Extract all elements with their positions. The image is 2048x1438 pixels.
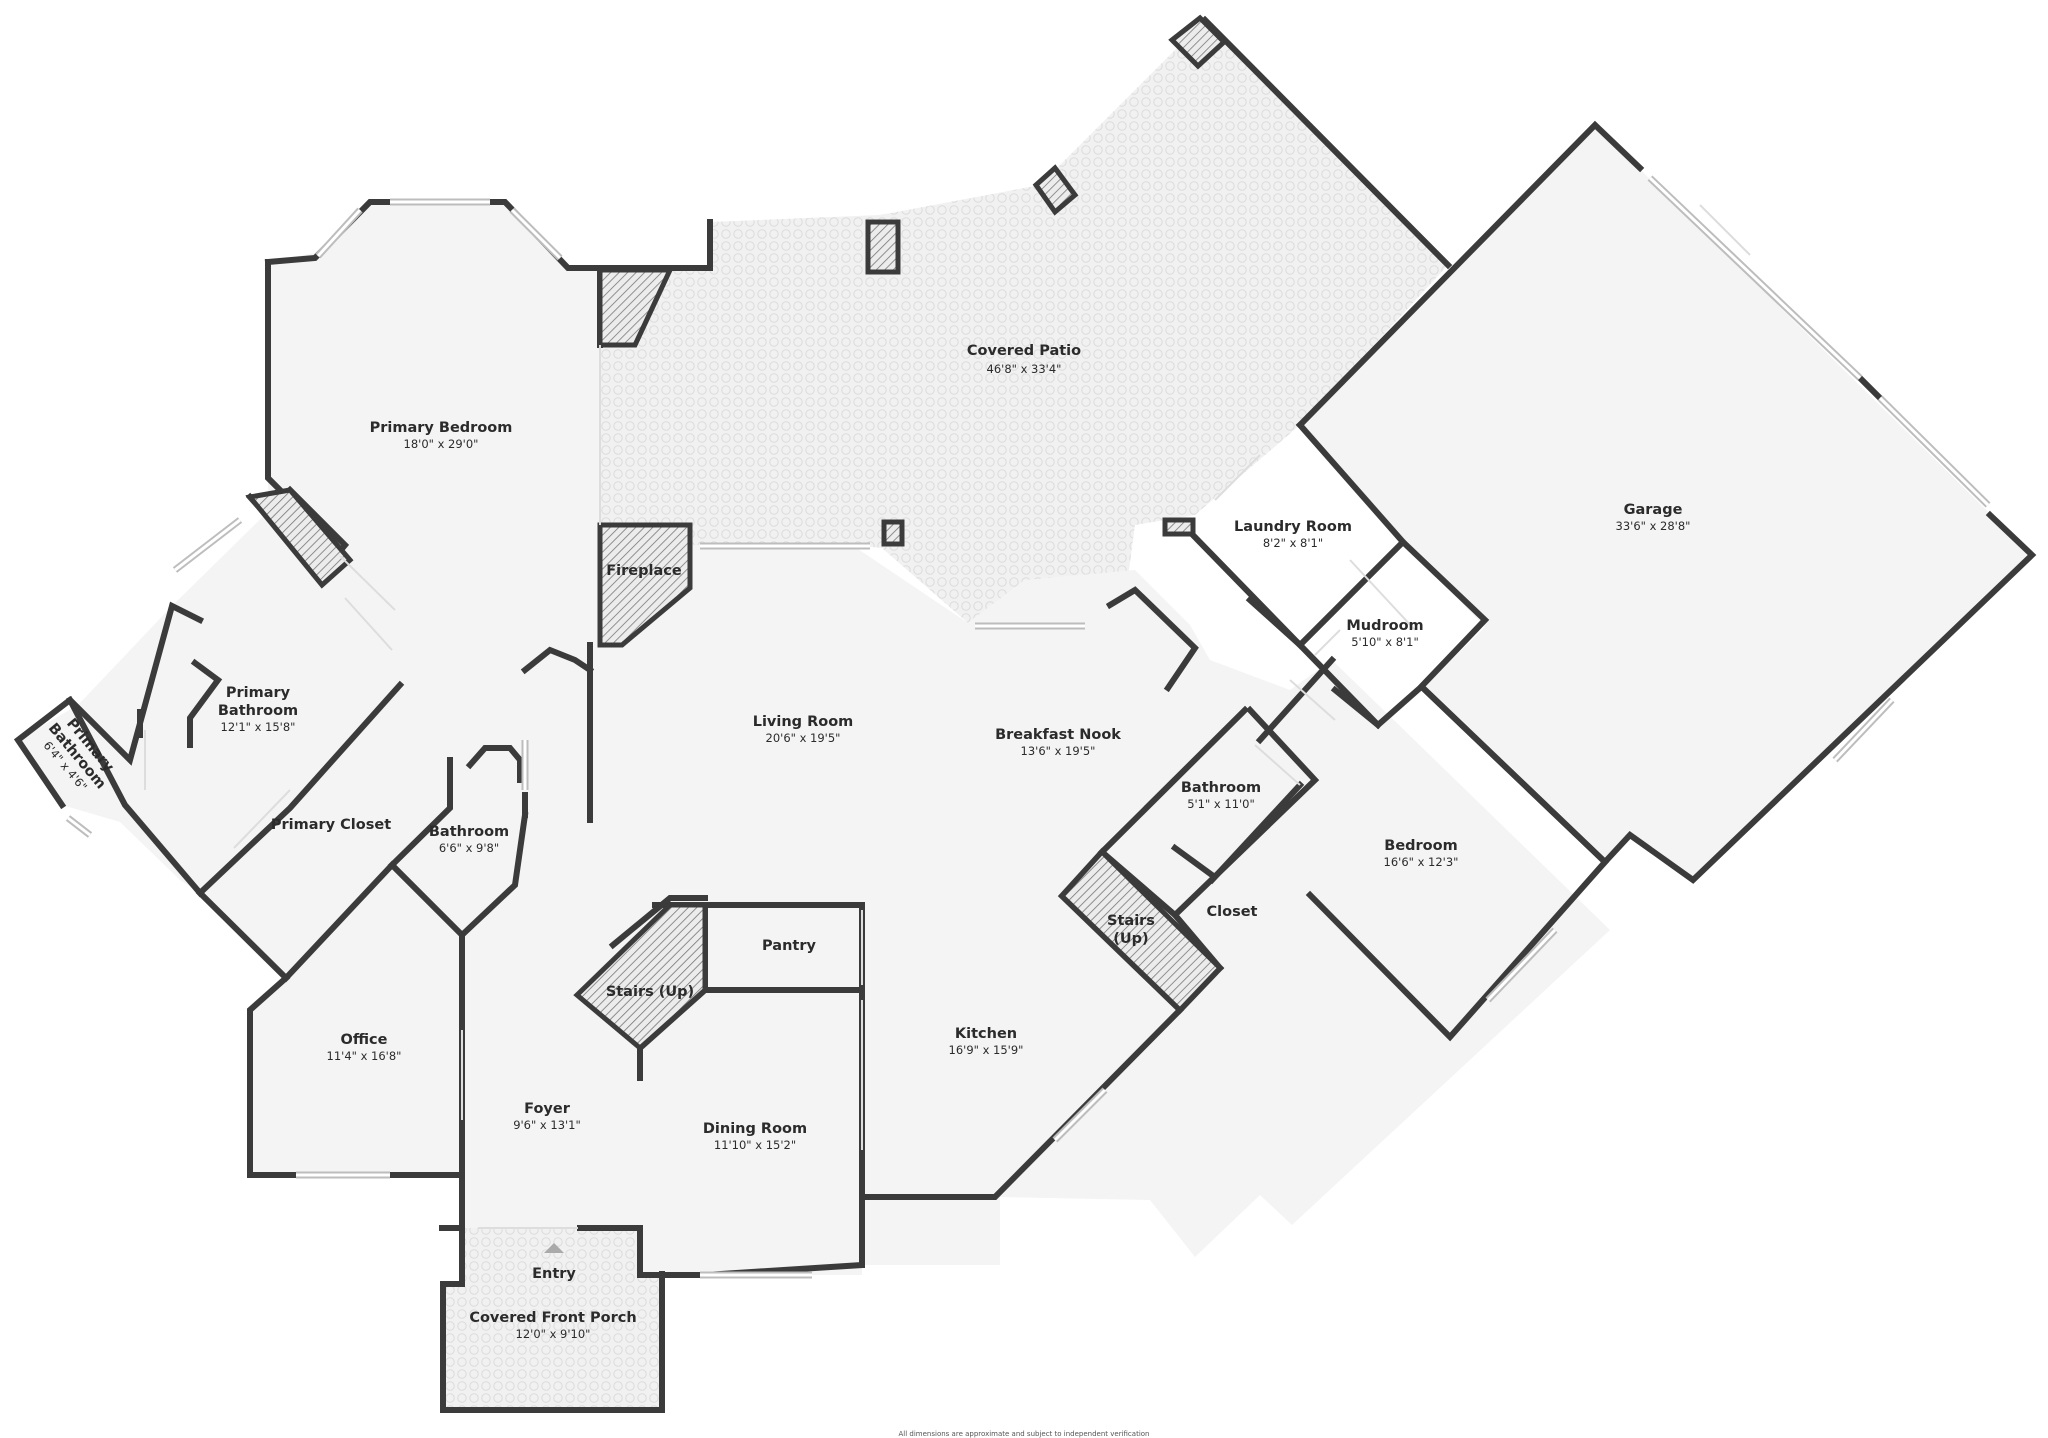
- mudroom-dim: 5'10" x 8'1": [1351, 635, 1419, 649]
- covered-front-porch-floor: [443, 1228, 662, 1410]
- windows: [65, 175, 1991, 1279]
- primary-bathroom-large-dim: 12'1" x 15'8": [221, 720, 296, 734]
- bathroom-east-dim: 5'1" x 11'0": [1187, 797, 1255, 811]
- primary-bathroom-large-label-2: Bathroom: [218, 703, 298, 719]
- bedroom-dim: 16'6" x 12'3": [1384, 855, 1459, 869]
- breakfast-nook-label: Breakfast Nook: [995, 727, 1121, 743]
- entry-label: Entry: [532, 1266, 576, 1282]
- closet-label: Closet: [1207, 904, 1258, 920]
- garage-floor: [1300, 125, 2032, 880]
- openings: [144, 204, 1751, 1229]
- stairs-center-label: Stairs (Up): [606, 984, 694, 1000]
- office-dim: 11'4" x 16'8": [327, 1049, 402, 1063]
- patio-post: [881, 519, 905, 547]
- stairs-center-hatch: [573, 902, 708, 1052]
- bathroom-east-label: Bathroom: [1181, 780, 1261, 796]
- laundry-room-label: Laundry Room: [1234, 519, 1352, 535]
- stairs-east-hatch: [1058, 848, 1224, 1014]
- garage-dim: 33'6" x 28'8": [1616, 519, 1691, 533]
- bedroom-label: Bedroom: [1384, 838, 1457, 854]
- stairs-east-label-1: Stairs: [1107, 913, 1155, 929]
- covered-patio-label: Covered Patio: [967, 343, 1081, 359]
- covered-front-porch-label: Covered Front Porch: [469, 1310, 636, 1326]
- pantry-label: Pantry: [762, 938, 816, 954]
- stairs-east-label-2: (Up): [1113, 931, 1148, 947]
- mudroom-label: Mudroom: [1346, 618, 1423, 634]
- office-label: Office: [341, 1032, 388, 1048]
- living-room-label: Living Room: [753, 714, 854, 730]
- entry-arrow: [544, 1243, 564, 1253]
- dining-room-label: Dining Room: [703, 1121, 807, 1137]
- living-room-dim: 20'6" x 19'5": [766, 731, 841, 745]
- room-labels: Covered Patio 46'8" x 33'4" Primary Bedr…: [41, 343, 1691, 1341]
- laundry-room-dim: 8'2" x 8'1": [1263, 536, 1323, 550]
- kitchen-dim: 16'9" x 15'9": [949, 1043, 1024, 1057]
- disclaimer-text: All dimensions are approximate and subje…: [898, 1430, 1150, 1438]
- covered-patio-floor: [600, 20, 1448, 623]
- fireplace-hatch: [597, 522, 693, 648]
- breakfast-nook-dim: 13'6" x 19'5": [1021, 744, 1096, 758]
- bathroom-west-label: Bathroom: [429, 824, 509, 840]
- fireplace-label: Fireplace: [606, 563, 682, 579]
- garage-label: Garage: [1624, 502, 1683, 518]
- dining-room-dim: 11'10" x 15'2": [714, 1138, 796, 1152]
- laundry-post: [1162, 517, 1196, 537]
- covered-front-porch-dim: 12'0" x 9'10": [516, 1327, 591, 1341]
- primary-bedroom-floor: [268, 200, 600, 740]
- bathroom-west-dim: 6'6" x 9'8": [439, 841, 499, 855]
- kitchen-label: Kitchen: [955, 1026, 1017, 1042]
- bedroom-corner-hatch: [597, 267, 674, 348]
- primary-bathroom-large-label-1: Primary: [226, 685, 291, 701]
- foyer-label: Foyer: [524, 1101, 571, 1117]
- primary-closet-label: Primary Closet: [271, 817, 391, 833]
- chimney-box-1: [865, 219, 901, 275]
- primary-bedroom-dim: 18'0" x 29'0": [404, 437, 479, 451]
- primary-bedroom-label: Primary Bedroom: [370, 420, 513, 436]
- chimney-box-2: [1168, 14, 1228, 70]
- covered-patio-dim: 46'8" x 33'4": [987, 362, 1062, 376]
- foyer-dim: 9'6" x 13'1": [513, 1118, 581, 1132]
- chimney-box-3: [1032, 164, 1079, 216]
- primary-closet-hatch: [245, 487, 354, 589]
